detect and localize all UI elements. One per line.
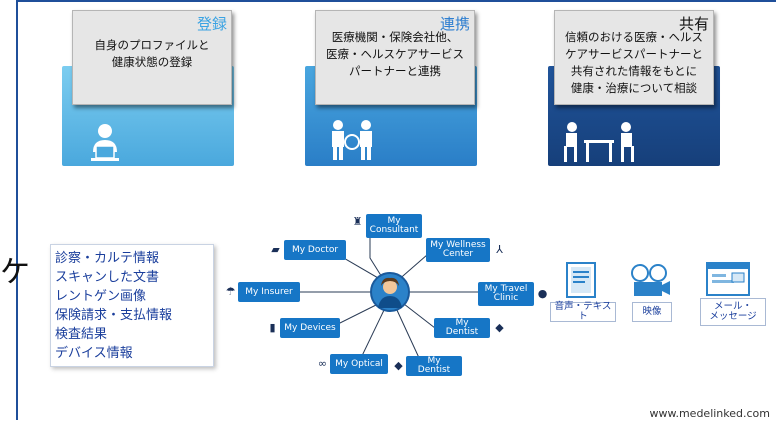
- document-icon: [566, 262, 596, 298]
- records-list: 診察・カルテ情報 スキャンした文書 レントゲン画像 保険請求・支払情報 検査結果…: [50, 244, 214, 367]
- list-item: デバイス情報: [55, 346, 133, 361]
- device-icon: ▮: [269, 321, 276, 334]
- hub-diagram: My Consultant ♜ My Doctor ▰ My Wellness …: [220, 210, 560, 380]
- list-item: スキャンした文書: [55, 270, 160, 285]
- list-item: 検査結果: [55, 327, 108, 342]
- email-window-icon: [706, 262, 750, 296]
- tooth-icon-2: ◆: [394, 359, 403, 372]
- people-connect-icon: [332, 120, 372, 160]
- node-my-dentist-2: My Dentist: [406, 356, 462, 376]
- location-pin-icon: ●: [537, 287, 548, 300]
- card-register-note: 登録 自身のプロファイルと 健康状態の登録: [72, 10, 232, 105]
- node-my-consultant: My Consultant: [366, 214, 422, 238]
- card-share-title: 共有: [678, 15, 709, 33]
- list-item: 保険請求・支払情報: [55, 308, 173, 323]
- footer-url: www.medelinked.com: [649, 407, 770, 420]
- media-label-video: 映像: [632, 302, 672, 322]
- film-camera-icon: [631, 264, 670, 296]
- card-connect-note: 連携 医療機関・保険会社他、 医療・ヘルスケアサービス パートナーと連携: [315, 10, 475, 105]
- user-avatar: [370, 272, 410, 312]
- umbrella-icon: ☂: [225, 285, 236, 298]
- person-laptop-icon: [91, 124, 119, 161]
- diagram-frame: [16, 0, 776, 420]
- doctor-icon: ▰: [271, 243, 280, 256]
- consultant-icon: ♜: [352, 215, 363, 228]
- card-connect-title: 連携: [439, 15, 470, 33]
- node-my-travel-clinic: My Travel Clinic: [478, 282, 534, 306]
- list-item: レントゲン画像: [55, 289, 147, 304]
- consultation-icon: [564, 122, 634, 162]
- card-connect-text: 医療機関・保険会社他、 医療・ヘルスケアサービス パートナーと連携: [326, 30, 464, 78]
- side-character: ケ: [0, 255, 30, 290]
- list-item: 診察・カルテ情報: [55, 251, 160, 266]
- card-share-note: 共有 信頼のおける医療・ヘルス ケアサービスパートナーと 共有された情報をもとに…: [554, 10, 714, 105]
- media-label-email: メール・ メッセージ: [700, 298, 766, 326]
- media-label-text-audio: 音声・テキスト: [550, 302, 616, 322]
- card-share-text: 信頼のおける医療・ヘルス ケアサービスパートナーと 共有された情報をもとに 健康…: [565, 30, 703, 95]
- card-connect: 連携 医療機関・保険会社他、 医療・ヘルスケアサービス パートナーと連携: [305, 10, 477, 166]
- node-my-optical: My Optical: [330, 354, 388, 374]
- glasses-icon: ∞: [317, 357, 328, 370]
- wellness-icon: ⅄: [496, 243, 503, 256]
- card-share: 共有 信頼のおける医療・ヘルス ケアサービスパートナーと 共有された情報をもとに…: [548, 10, 720, 166]
- node-my-insurer: My Insurer: [238, 282, 300, 302]
- card-register-title: 登録: [196, 15, 227, 33]
- user-icon: [378, 277, 402, 308]
- node-my-devices: My Devices: [280, 318, 340, 338]
- tooth-icon: ◆: [495, 321, 504, 334]
- card-register-text: 自身のプロファイルと 健康状態の登録: [94, 38, 210, 69]
- node-my-wellness-center: My Wellness Center: [426, 238, 490, 262]
- node-my-dentist: My Dentist: [434, 318, 490, 338]
- card-register: 登録 自身のプロファイルと 健康状態の登録: [62, 10, 234, 166]
- node-my-doctor: My Doctor: [284, 240, 346, 260]
